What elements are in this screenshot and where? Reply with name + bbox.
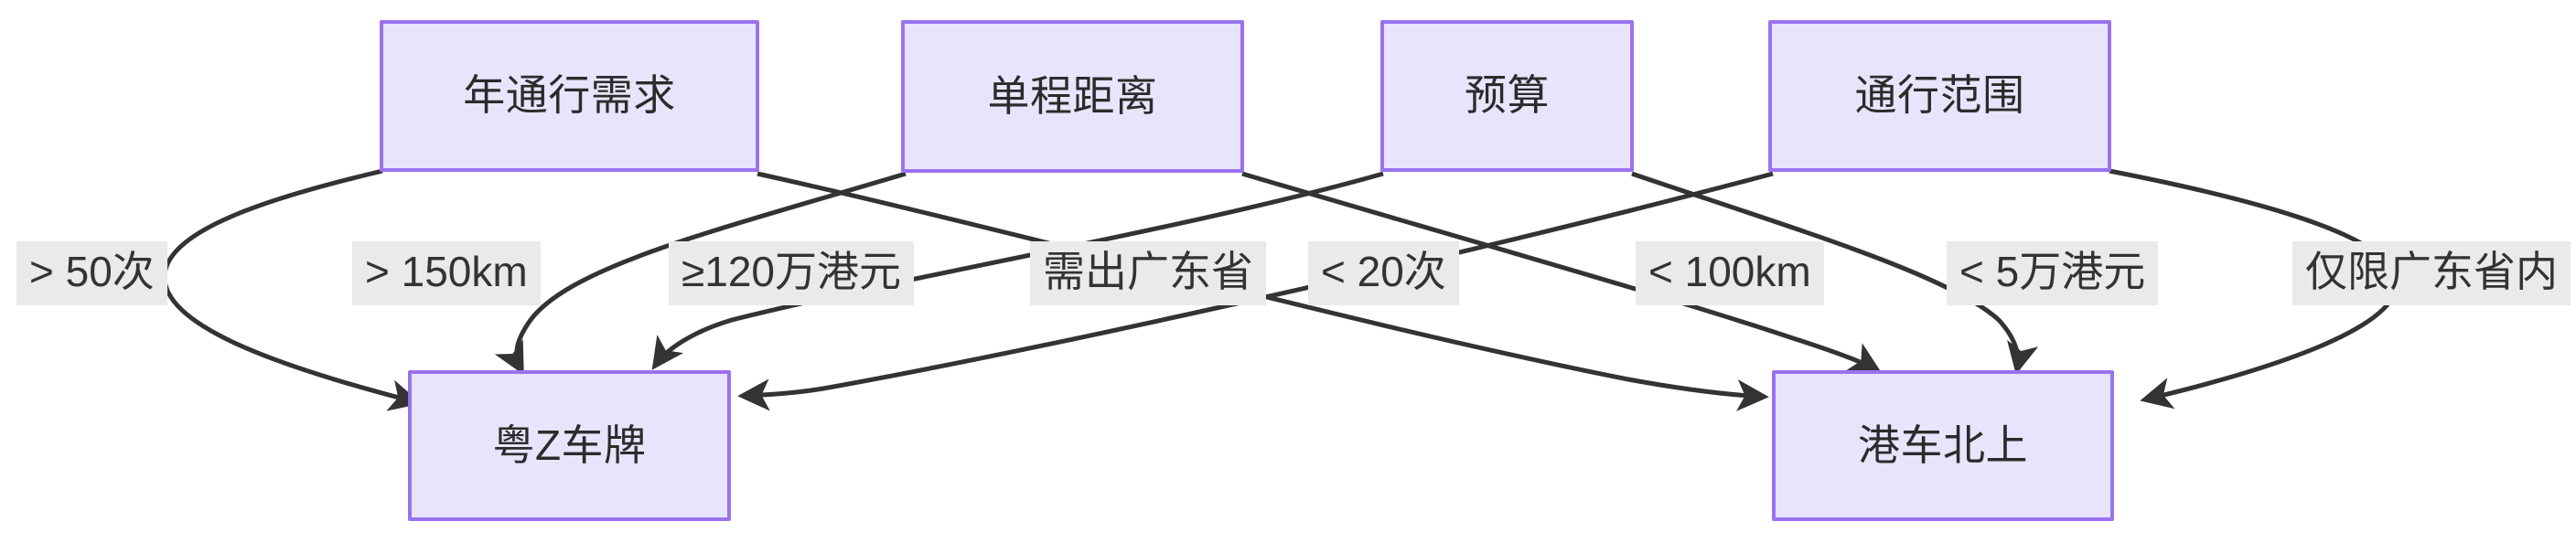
edge-label-under-20-trips: < 20次 — [1308, 241, 1459, 305]
edge-label-text: < 5万港元 — [1959, 248, 2146, 295]
edge-label-text: 仅限广东省内 — [2305, 248, 2558, 295]
edge-n3-t2 — [1631, 171, 2039, 375]
node-label: 粤Z车牌 — [492, 421, 647, 469]
node-label: 预算 — [1465, 71, 1550, 120]
node-hk-cars-north[interactable]: 港车北上 — [1772, 370, 2114, 521]
edge-label-guangdong-only: 仅限广东省内 — [2292, 241, 2571, 305]
node-label: 单程距离 — [987, 71, 1158, 120]
edge-label-under-50k-hkd: < 5万港元 — [1947, 241, 2159, 305]
node-annual-demand[interactable]: 年通行需求 — [380, 20, 759, 172]
node-budget[interactable]: 预算 — [1380, 20, 1634, 172]
node-travel-scope[interactable]: 通行范围 — [1768, 20, 2111, 172]
edge-label-text: < 20次 — [1321, 248, 1446, 295]
edge-label-text: ≥120万港元 — [682, 248, 901, 295]
edge-label-under-100km: < 100km — [1636, 241, 1824, 305]
edge-n2-t1 — [494, 171, 907, 376]
node-label: 年通行需求 — [463, 71, 676, 120]
edge-label-text: > 50次 — [29, 248, 155, 295]
edge-label-over-50-trips: > 50次 — [16, 241, 167, 305]
edge-label-leaving-guangdong: 需出广东省 — [1030, 241, 1266, 305]
node-label: 港车北上 — [1858, 421, 2028, 469]
edge-label-over-150km: > 150km — [352, 241, 541, 305]
node-yuez-plate[interactable]: 粤Z车牌 — [408, 370, 731, 521]
edge-n1-t2 — [757, 171, 1769, 411]
edge-label-text: > 150km — [365, 248, 528, 295]
node-label: 通行范围 — [1854, 71, 2025, 120]
edge-label-over-1200k-hkd: ≥120万港元 — [669, 241, 914, 305]
edge-n4-t1 — [737, 171, 1774, 411]
node-one-way-distance[interactable]: 单程距离 — [901, 20, 1244, 173]
edge-label-text: < 100km — [1648, 248, 1811, 295]
edge-label-text: 需出广东省 — [1043, 248, 1253, 295]
